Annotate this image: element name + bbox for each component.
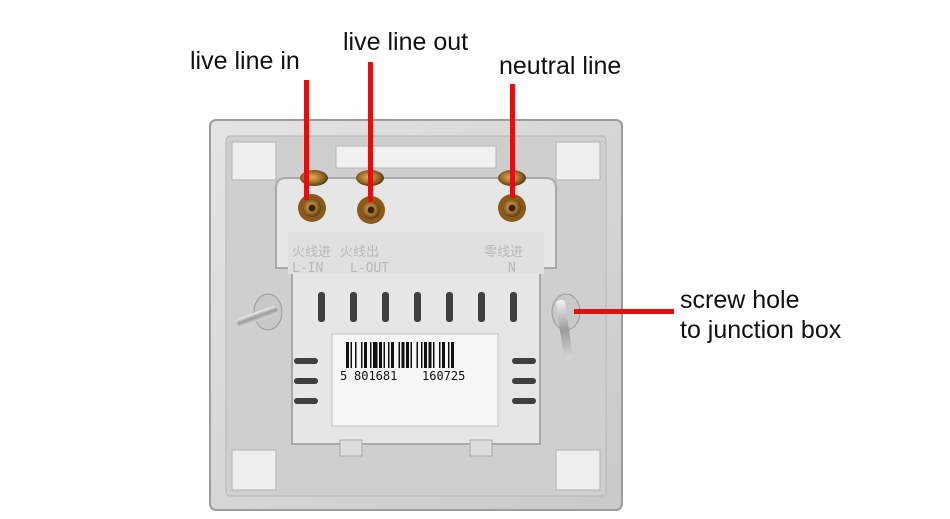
mounting-post-left [236,293,283,331]
barcode-bar [421,342,423,368]
barcode-bar [416,342,418,368]
barcode-bar [448,342,450,368]
marking-live-out: L-OUT [350,261,389,276]
barcode-bar [383,342,385,368]
label-neutral-line: neutral line [499,52,622,80]
barcode-bar [346,342,349,368]
pointer-live-in [304,80,309,200]
marking-neutral: N [508,261,516,276]
barcode-bar [451,342,454,368]
barcode-bar [379,342,382,368]
barcode-digits-group2: 160725 [422,369,465,383]
pointer-neutral [510,84,515,198]
barcode-digit-first: 5 [340,369,347,383]
barcode-bar [355,342,357,368]
pointer-screw-hole [574,309,674,314]
barcode-bar [370,342,372,368]
terminal-markings: 火线进 火线出 零线进 L-IN L-OUT N [292,245,523,276]
barcode-bar [433,342,435,368]
barcode-bar [391,342,394,368]
barcode-bar [424,342,427,368]
pointer-live-out [368,62,373,202]
marking-live-in-cn: 火线进 [292,245,331,260]
terminal-neutral [498,170,526,222]
barcode-bar [398,342,400,368]
barcode-bar [373,342,378,368]
barcode-bar [428,342,432,368]
barcode-bar [361,342,363,368]
label-screw-hole-line2: to junction box [680,316,842,344]
label-screw-hole-line1: screw hole [680,286,800,314]
barcode-bar [350,342,352,368]
barcode-bars [346,342,454,368]
barcode-bar [442,342,445,368]
barcode-bar [388,342,390,368]
barcode-label: 5 801681 160725 [331,333,499,427]
marking-live-in: L-IN [292,261,323,276]
barcode-bar [406,342,409,368]
barcode-bar [364,342,367,368]
marking-neutral-cn: 零线进 [484,245,523,260]
label-live-line-out: live line out [343,28,469,56]
label-live-line-in: live line in [190,47,300,75]
barcode-digits-group1: 801681 [354,369,397,383]
marking-live-out-cn: 火线出 [340,245,379,260]
vent-slots [294,292,536,404]
barcode-bar [439,342,441,368]
barcode-bar [401,342,405,368]
barcode-bar [410,342,412,368]
mounting-post-right [551,293,581,360]
